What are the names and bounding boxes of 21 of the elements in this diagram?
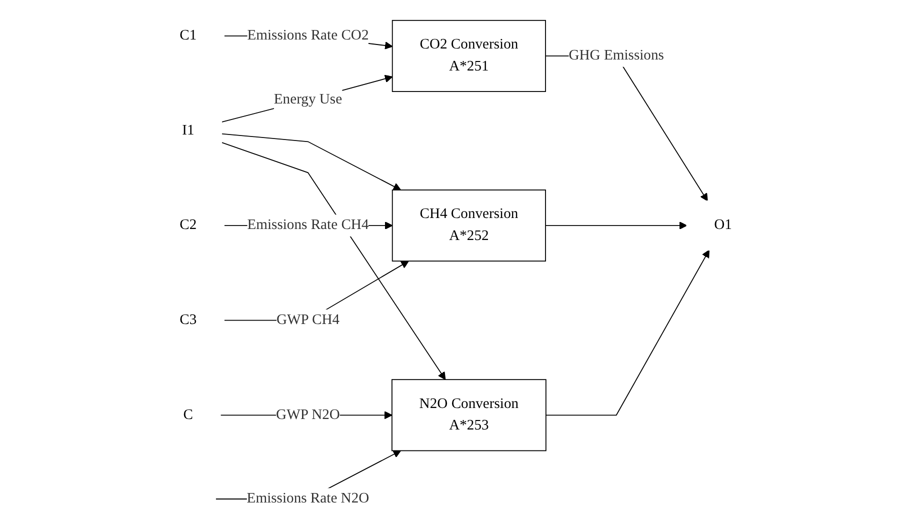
node-box: CO2 Conversion A*251 <box>392 20 546 92</box>
node-text: C3 <box>180 312 197 328</box>
arrow <box>221 142 446 380</box>
node-text: C2 <box>180 217 197 233</box>
node-text: C <box>184 406 194 422</box>
edge-label: GWP N2O <box>276 406 340 422</box>
edge-label: Energy Use <box>274 92 342 108</box>
edge-label: GWP CH4 <box>276 312 340 328</box>
edge-label: Emissions Rate CH4 <box>247 217 369 233</box>
node-text: C1 <box>180 28 197 44</box>
edge-label: GHG Emissions <box>568 48 664 64</box>
node-text: O1 <box>714 217 732 233</box>
edge-label: Emissions Rate N2O <box>247 490 370 506</box>
node-box: CH4 Conversion A*252 <box>392 190 546 262</box>
arrow <box>546 250 710 416</box>
node-text: I1 <box>182 122 194 138</box>
node-box: N2O Conversion A*253 <box>392 379 547 452</box>
arrow <box>221 74 393 123</box>
edge-label: Emissions Rate CO2 <box>247 28 369 44</box>
arrow <box>221 133 402 190</box>
arrow <box>545 222 688 230</box>
